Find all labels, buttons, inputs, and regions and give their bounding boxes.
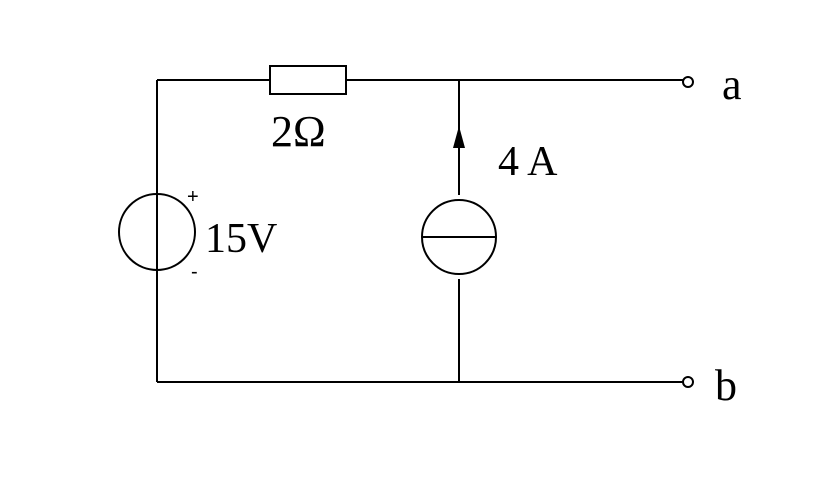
resistor: 2Ω (269, 65, 347, 156)
current-source-label: 4 A (498, 139, 558, 185)
current-direction-arrow-icon (453, 126, 465, 148)
current-source: 4 A (421, 126, 558, 275)
terminal-b-dot (682, 376, 694, 388)
voltage-source: + - 15V (118, 186, 277, 283)
voltage-source-label: 15V (205, 216, 277, 262)
resistor-body (269, 65, 347, 95)
terminal-a-label: a (722, 60, 742, 109)
terminal-a: a (682, 60, 742, 109)
terminal-b-label: b (715, 361, 737, 410)
voltage-plus-sign: + (187, 186, 199, 208)
terminal-a-dot (682, 76, 694, 88)
resistor-label: 2Ω (271, 107, 326, 156)
voltage-minus-sign: - (191, 261, 198, 283)
terminal-b: b (682, 361, 737, 410)
